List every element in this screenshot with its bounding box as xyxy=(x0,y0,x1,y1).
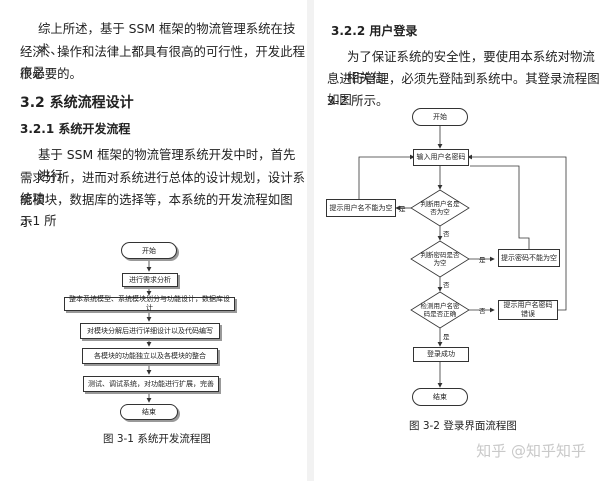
label-yes-2: 是 xyxy=(479,256,486,264)
label-no-1: 否 xyxy=(443,230,450,238)
intro-line-1: 综上所述，基于 SSM 框架的物流管理系统在技术、 xyxy=(38,21,296,57)
right-body-line-3: 3-2 所示。 xyxy=(327,93,389,108)
flow-step-1: 进行需求分析 xyxy=(122,273,178,287)
figure-3-2-caption: 图 3-2 登录界面流程图 xyxy=(409,420,517,432)
section-title: 3.2 系统流程设计 xyxy=(20,95,134,111)
figure-3-1-arrows xyxy=(146,259,152,403)
right-column: 3.2.2 用户登录 为了保证系统的安全性，要使用本系统对物流相关信 息进行管理… xyxy=(314,0,600,481)
login-success: 登录成功 xyxy=(413,347,469,362)
figure-3-2-arrows xyxy=(358,126,567,388)
error-username-empty: 提示用户名不能为空 xyxy=(326,199,396,217)
flow-step-4: 各模块的功能独立以及各模块的整合 xyxy=(82,348,218,364)
body-line-1: 基于 SSM 框架的物流管理系统开发中时，首先进行 xyxy=(38,147,296,183)
body-line-4: 示 xyxy=(20,214,33,229)
right-body-line-1: 为了保证系统的安全性，要使用本系统对物流相关信 xyxy=(347,49,595,85)
figure-3-1-caption: 图 3-1 系统开发流程图 xyxy=(103,433,211,445)
label-yes-1: 是 xyxy=(399,205,406,213)
subsection-title: 3.2.1 系统开发流程 xyxy=(20,122,131,136)
flow-step-5: 测试、调试系统，对功能进行扩展，完善 xyxy=(83,376,219,392)
flow-step-3: 对模块分解后进行详细设计以及代码编写 xyxy=(80,323,220,339)
left-column: 综上所述，基于 SSM 框架的物流管理系统在技术、 经济、操作和法律上都具有很高… xyxy=(20,21,305,445)
right-body-line-2: 息进行管理，必须先登陆到系统中。其登录流程图如图 xyxy=(327,71,600,107)
body-line-3: 能模块，数据库的选择等，本系统的开发流程如图 3-1 所 xyxy=(20,192,293,228)
label-no-2: 否 xyxy=(443,281,450,289)
body-line-2: 需求分析，进而对系统进行总体的设计规划，设计系统功 xyxy=(20,170,305,206)
error-credentials-wrong: 提示用户名密码错误 xyxy=(498,300,558,320)
label-no-3: 否 xyxy=(479,307,486,315)
flow-end: 结束 xyxy=(120,404,178,420)
error-password-empty: 提示密码不能为空 xyxy=(498,249,560,267)
login-start: 开始 xyxy=(412,108,468,126)
decision-1-label: 判断用户名是否为空 xyxy=(420,200,460,216)
login-end: 结束 xyxy=(412,388,468,406)
flow-start: 开始 xyxy=(121,242,177,259)
intro-line-3: 很必要的。 xyxy=(20,66,82,81)
column-divider xyxy=(307,0,314,481)
flow-step-2: 整本系统模型、系统模块划分与功能设计，数据库设计 xyxy=(64,295,235,312)
intro-line-2: 经济、操作和法律上都具有很高的可行性，开发此程序是 xyxy=(20,44,305,80)
input-credentials: 输入用户名密码 xyxy=(413,149,469,166)
subsection-title-right: 3.2.2 用户登录 xyxy=(331,24,418,38)
label-yes-3: 是 xyxy=(443,333,450,341)
decision-2-label: 判断密码是否为空 xyxy=(420,251,460,267)
decision-3-label: 检测用户名密码是否正确 xyxy=(420,302,460,318)
zhihu-watermark: 知乎 @知乎知乎 xyxy=(476,442,586,460)
